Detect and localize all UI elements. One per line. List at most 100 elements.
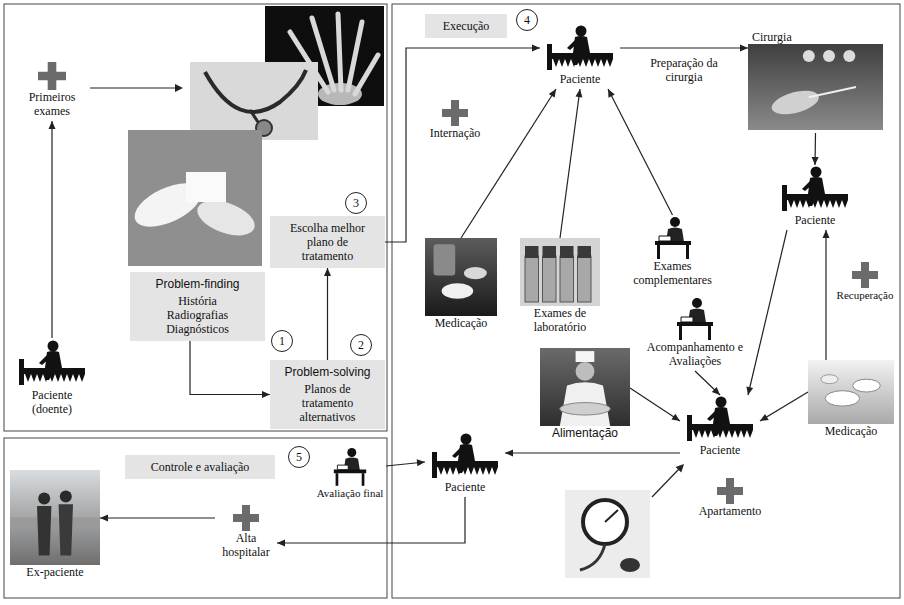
node-text: Escolha melhor plano de tratamento: [282, 221, 374, 263]
flow-arrow: [190, 341, 270, 398]
doctor-figure-part: [659, 236, 671, 241]
surgery-photo-part: [809, 87, 856, 97]
node-text: Execução: [431, 19, 501, 33]
leader-arrow-part: [175, 84, 183, 92]
hospital-cross: [717, 478, 743, 504]
box-body: História Radiografias Diagnósticos: [158, 294, 238, 336]
icon-node: Exames complementares: [625, 215, 720, 290]
xray-photo-part: [348, 22, 362, 90]
arrow-line: [748, 230, 787, 395]
flow-arrow: [505, 450, 680, 457]
hospital-cross: [442, 100, 468, 126]
icon-node: Medicação: [425, 238, 497, 333]
icon-node: Paciente: [775, 165, 855, 230]
doctor-figure-part: [692, 298, 702, 308]
doctor-figure: [332, 446, 368, 486]
patient-figure-part: [432, 452, 437, 478]
blood-pressure-photo: [565, 490, 650, 578]
food-photo-part: [576, 362, 595, 381]
panel-frame: [392, 4, 900, 598]
callout-number: 5: [289, 447, 309, 467]
flow-arrow: [100, 515, 215, 522]
doctor-figure-part: [334, 470, 366, 474]
surgery-photo-part: [803, 50, 815, 62]
patient-figure-part: [707, 410, 718, 421]
medication-photo-part: [853, 379, 881, 392]
doctor-figure-part: [347, 448, 356, 457]
medication-photo-part: [442, 283, 474, 299]
flow-arrow: [812, 133, 819, 165]
leader-arrow: [90, 84, 183, 92]
surgery-photo-part: [843, 50, 855, 62]
doctor-figure: [653, 215, 693, 259]
flow-arrow: [823, 230, 830, 360]
lab-photo: [520, 238, 600, 306]
arrow-line: [620, 47, 748, 48]
patient-figure-part: [716, 397, 727, 408]
icon-node: Alimentação: [540, 348, 630, 443]
icon-node: Recuperação: [832, 262, 898, 305]
icon-node: Ex-paciente: [10, 470, 100, 582]
callout-number: 3: [346, 193, 366, 213]
arrow-line: [825, 230, 826, 360]
arrow-head: [740, 45, 748, 52]
flow-arrow: [277, 497, 465, 547]
arrow-line: [505, 452, 680, 453]
arrow-head: [712, 387, 720, 395]
callout-circle: 3: [345, 192, 367, 214]
patient-figure: [545, 24, 615, 72]
process-box: Problem-findingHistória Radiografias Dia…: [130, 272, 265, 341]
arrow-head: [505, 450, 513, 457]
arrow-head: [49, 121, 56, 129]
callout-circle: 4: [516, 9, 538, 31]
gloved-hands-photo: [128, 130, 262, 266]
xray-photo-part: [338, 14, 341, 90]
xray-photo-part: [355, 55, 378, 94]
flow-arrow: [620, 45, 748, 52]
arrow-line: [100, 517, 215, 518]
medication-photo-part: [821, 375, 838, 384]
arrow-line: [630, 388, 680, 421]
patient-figure-part: [567, 39, 578, 50]
doctor-figure-part: [681, 317, 693, 322]
hospital-cross: [233, 505, 259, 531]
hospital-cross-part: [717, 478, 743, 504]
patient-figure-part: [811, 167, 822, 178]
node-text: Exames complementares: [625, 259, 720, 287]
box-heading: Problem-finding: [136, 277, 259, 291]
medication-photo: [808, 360, 894, 424]
icon-node: Cirurgia: [748, 30, 883, 133]
medication-photo: [425, 238, 497, 316]
patient-figure-part: [576, 26, 587, 37]
callout-number: 2: [351, 335, 371, 355]
node-text: Controle e avaliação: [131, 460, 269, 474]
gloved-hands-photo-part: [128, 130, 262, 266]
flow-arrow: [386, 459, 425, 466]
patient-figure-part: [432, 461, 498, 467]
leader-arrow: [652, 464, 684, 497]
leader-arrow-part: [676, 464, 684, 473]
arrow-line: [277, 497, 465, 543]
food-photo-part: [576, 351, 595, 362]
icon-node: Medicação: [808, 360, 894, 441]
flow-arrow: [324, 268, 331, 360]
lab-photo-part: [560, 246, 574, 258]
process-box: Problem-solvingPlanos de tratamento alte…: [270, 360, 385, 429]
doctor-figure: [675, 296, 715, 340]
icon-node: Alta hospitalar: [215, 505, 277, 562]
flow-arrow: [49, 121, 56, 338]
patient-figure-part: [782, 194, 848, 200]
arrow-head: [532, 45, 540, 52]
arrow-head: [100, 515, 108, 522]
node-text: Recuperação: [832, 288, 898, 302]
exam-cross-part: [38, 62, 66, 90]
surgery-photo-part: [769, 86, 821, 118]
patient-figure-part: [693, 430, 753, 438]
icon-node: Apartamento: [690, 478, 770, 521]
stethoscope-photo-part: [190, 62, 318, 140]
doctor-figure-part: [679, 326, 682, 340]
doctor-figure-part: [655, 241, 691, 245]
patient-figure-part: [547, 44, 552, 70]
patient-figure: [17, 338, 87, 388]
patient-figure-part: [39, 354, 50, 365]
